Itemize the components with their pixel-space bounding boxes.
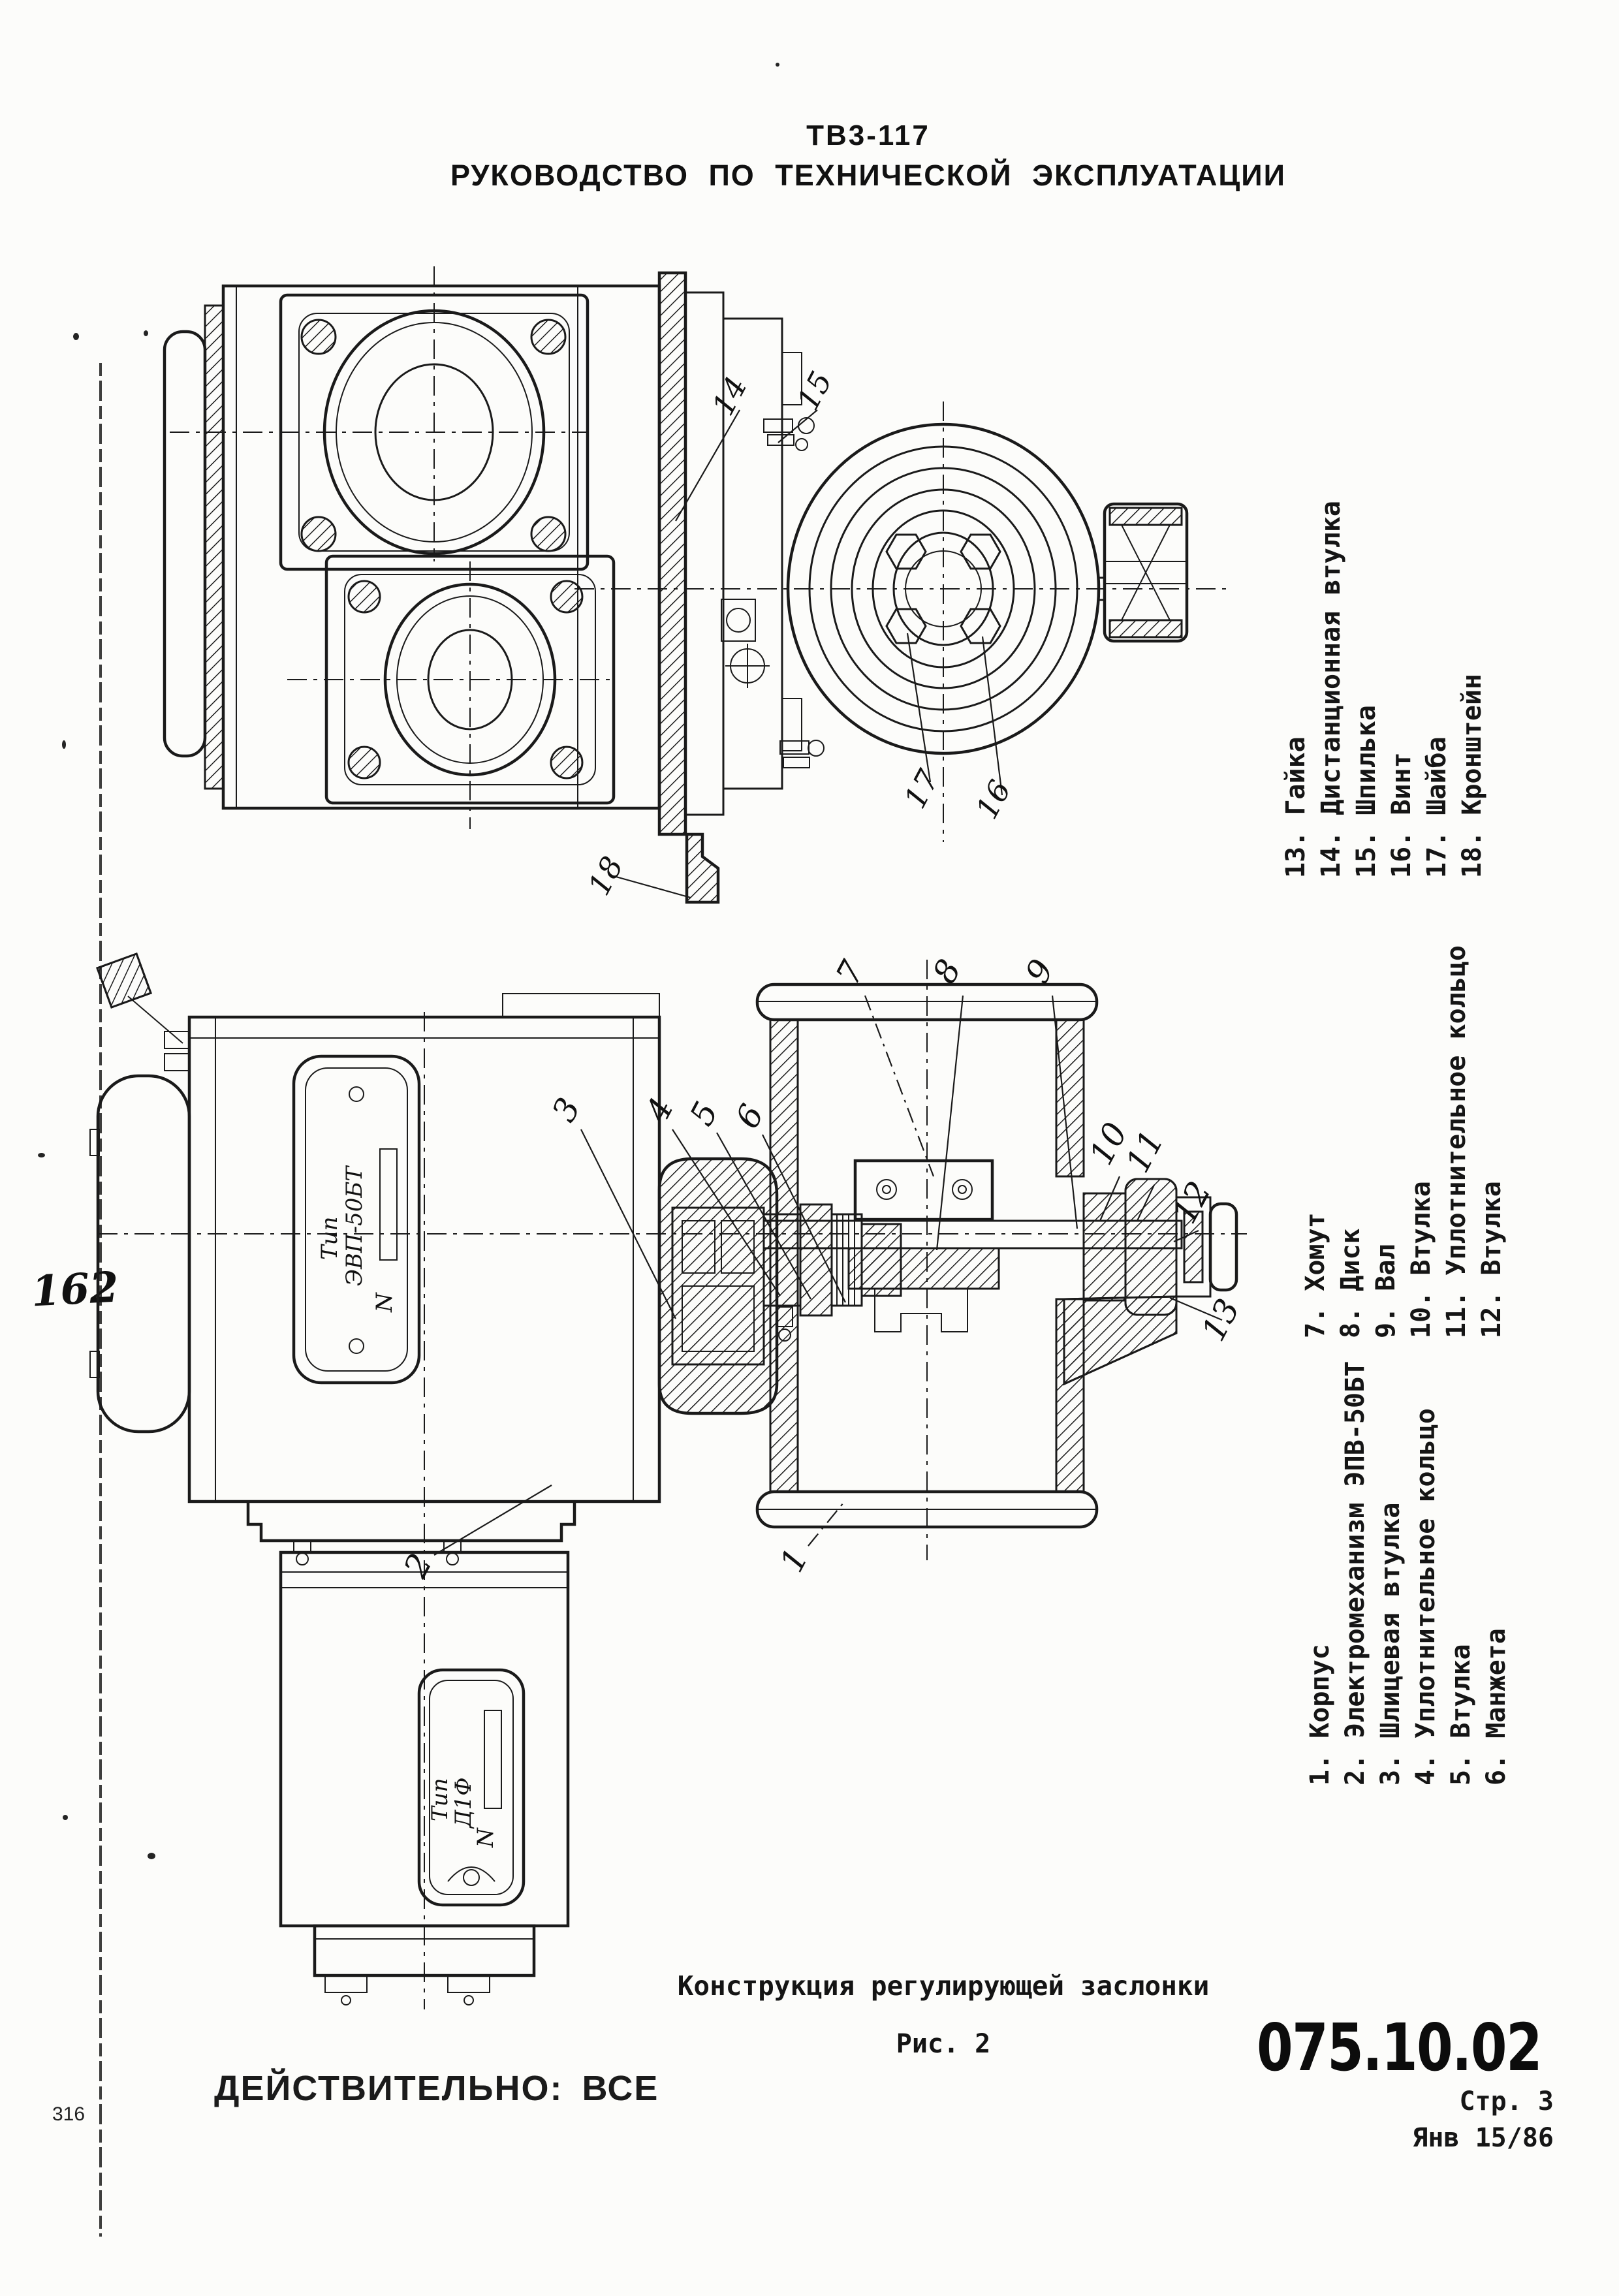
page-number: Стр. 3	[1459, 2086, 1554, 2116]
motor-body-plan	[163, 284, 661, 810]
parts-item: 1. Корпус	[1305, 1644, 1335, 1785]
scan-speck	[73, 333, 79, 340]
parts-item: 9. Вал	[1371, 1244, 1401, 1339]
scan-speck	[62, 740, 66, 749]
nameplate-actuator-line3: N	[473, 1827, 499, 1848]
parts-list-1-6: 1. Корпус 2. Электромеханизм ЭПВ-50БТ 3.…	[1302, 1342, 1514, 1785]
doc-code: ТВ3-117	[806, 119, 930, 151]
scan-speck	[144, 330, 148, 336]
right-clamp-fitting	[1099, 502, 1189, 643]
parts-item: 3. Шлицевая втулка	[1375, 1502, 1406, 1785]
centerlines-top-drawing	[170, 266, 1227, 842]
parts-item: 17. Шайба	[1422, 736, 1452, 878]
scan-speck	[776, 63, 779, 67]
callout-leaders-top	[613, 409, 1003, 899]
damper-disc-assembly	[847, 1159, 1000, 1332]
parts-item: 6. Манжета	[1481, 1628, 1511, 1785]
nameplate-motor-line2: ЭВП-50БТ	[341, 1165, 368, 1286]
page-title: РУКОВОДСТВО ПО ТЕХНИЧЕСКОЙ ЭКСПЛУАТАЦИИ	[450, 159, 1286, 192]
callout-16: 16	[969, 774, 1018, 825]
parts-item: 14. Дистанционная втулка	[1316, 501, 1346, 878]
scan-speck	[38, 1153, 45, 1157]
nameplate-actuator-line1: Тип	[427, 1778, 453, 1821]
parts-item: 4. Уплотнительное кольцо	[1411, 1408, 1441, 1785]
nameplate-motor-line1: Тип	[317, 1217, 343, 1260]
electromechanism-body: Тип ЭВП-50БТ N	[89, 993, 661, 1503]
scan-speck	[148, 1853, 155, 1859]
nameplate-motor-line3: N	[371, 1292, 398, 1313]
callout-17: 17	[897, 763, 947, 814]
callout-18: 18	[581, 851, 630, 901]
scan-speck	[63, 1815, 68, 1820]
pipe-body	[755, 983, 1178, 1529]
parts-list-13-18: 13. Гайка 14. Дистанционная втулка 15. Ш…	[1278, 467, 1490, 878]
parts-item: 15. Шпилька	[1351, 705, 1381, 878]
parts-item: 13. Гайка	[1281, 736, 1311, 878]
parts-item: 7. Хомут	[1300, 1212, 1330, 1338]
margin-fold-line	[99, 363, 102, 2237]
revision-date: Янв 15/86	[1412, 2123, 1554, 2153]
centerlines-bottom-drawing	[98, 960, 1247, 2009]
drawing-valve-section: Тип ЭВП-50БТ N Тип Д1Ф N	[89, 952, 1247, 2009]
parts-item: 11. Уплотнительное кольцо	[1441, 945, 1471, 1338]
mounting-plates	[657, 271, 825, 904]
figure-number: Рис. 2	[896, 2029, 991, 2059]
parts-item: 16. Винт	[1387, 752, 1417, 878]
callout-leaders-bottom	[433, 995, 1223, 1556]
callout-14: 14	[705, 371, 754, 421]
parts-item: 2. Электромеханизм ЭПВ-50БТ	[1340, 1360, 1370, 1785]
callout-5: 5	[682, 1095, 725, 1131]
actuator-cylinder: Тип Д1Ф N	[246, 1502, 576, 2005]
section-code: 075.10.02	[1257, 2009, 1543, 2086]
parts-item: 12. Втулка	[1477, 1181, 1507, 1338]
drawing-actuator-top-view: 14 15 18 17 16	[163, 266, 1227, 904]
parts-item: 18. Кронштейн	[1457, 673, 1487, 878]
callout-1: 1	[772, 1542, 815, 1578]
parts-item: 8. Диск	[1336, 1228, 1366, 1338]
callout-6: 6	[728, 1098, 771, 1134]
figure-caption: Конструкция регулирующей заслонки	[677, 1970, 1210, 2002]
nameplate-actuator-line2: Д1Ф	[450, 1778, 477, 1830]
corner-page-number: 316	[52, 2103, 86, 2125]
parts-item: 10. Втулка	[1406, 1181, 1436, 1338]
callout-3: 3	[544, 1092, 588, 1127]
callout-13: 13	[1194, 1293, 1247, 1347]
validity-note: ДЕЙСТВИТЕЛЬНО: ВСЕ	[214, 2069, 659, 2108]
parts-item: 5. Втулка	[1446, 1644, 1476, 1785]
parts-list-7-12: 7. Хомут 8. Диск 9. Вал 10. Втулка 11. У…	[1298, 927, 1509, 1338]
callout-15: 15	[790, 366, 839, 416]
index-flag	[96, 952, 183, 1044]
